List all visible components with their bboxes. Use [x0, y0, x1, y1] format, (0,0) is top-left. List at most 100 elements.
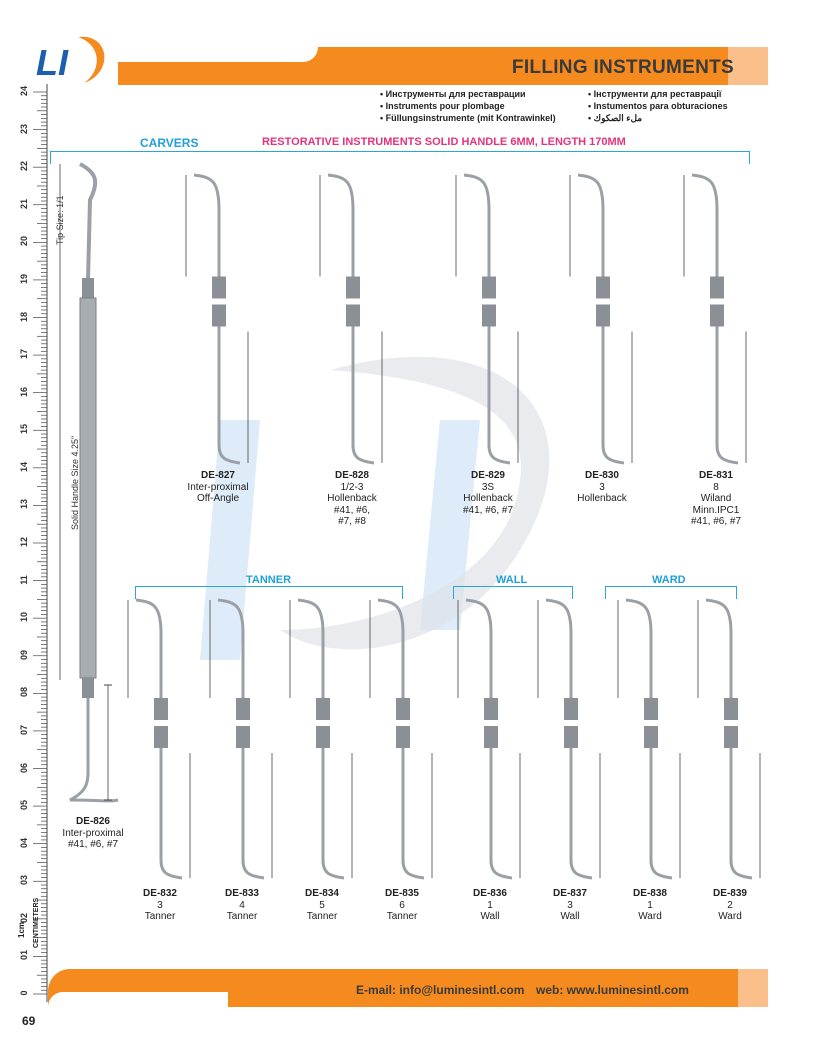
ruler-number: 17: [19, 349, 29, 360]
translation-fr: Instruments pour plombage: [380, 101, 505, 111]
code-de-839: DE-839: [713, 888, 747, 899]
translation-de: Füllungsinstrumente (mit Kontrawinkel): [380, 113, 556, 123]
instrument-de-835: [366, 598, 446, 885]
desc-de-828-1: 1/2-3: [340, 481, 364, 493]
desc-de-833-1: 4: [239, 899, 245, 911]
ruler-number: 20: [19, 236, 29, 247]
desc-de-828-2: Hollenback: [327, 493, 377, 504]
ruler-number: 24: [19, 86, 29, 97]
code-de-826: DE-826: [76, 816, 110, 827]
ruler-number: 08: [19, 687, 29, 698]
ruler-ticks: [33, 84, 48, 1002]
instrument-de-830: [566, 173, 646, 470]
brand-logo-icon: LI: [36, 36, 105, 83]
code-de-829: DE-829: [471, 470, 505, 481]
instrument-de-828: [316, 173, 396, 470]
code-de-830: DE-830: [585, 470, 619, 481]
desc-de-831-3: Minn.IPC1: [692, 504, 740, 516]
desc-de-834-1: 5: [319, 899, 325, 911]
ruler-unit-marker: 1cm: [17, 921, 26, 938]
instrument-de-826: [59, 162, 119, 803]
ruler-number: 15: [19, 424, 29, 435]
desc-de-837-2: Wall: [560, 911, 580, 922]
ruler-number: 04: [19, 837, 29, 848]
desc-de-832-2: Tanner: [144, 911, 176, 922]
instrument-de-839: [694, 598, 774, 885]
page-title: FILLING INSTRUMENTS: [511, 57, 734, 78]
code-de-828: DE-828: [335, 470, 369, 481]
ruler-number: 16: [19, 386, 29, 397]
translations-left: Инструменты для реставрации Instruments …: [380, 88, 556, 124]
desc-de-827-1: Inter-proximal: [187, 481, 249, 493]
ruler-number: 11: [19, 574, 29, 585]
desc-de-831-2: Wiland: [700, 493, 732, 504]
ruler-number: 10: [19, 612, 29, 623]
desc-de-838-2: Ward: [638, 911, 662, 922]
watermark-logo: [200, 356, 550, 660]
desc-de-838-1: 1: [647, 899, 653, 911]
code-de-836: DE-836: [473, 888, 507, 899]
carvers-heading: CARVERS: [140, 136, 199, 150]
instrument-de-837: [534, 598, 614, 885]
desc-de-830-2: Hollenback: [577, 493, 627, 504]
ward-heading: WARD: [652, 574, 686, 586]
desc-de-835-1: 6: [399, 899, 405, 911]
desc-de-836-1: 1: [487, 899, 493, 911]
wall-heading: WALL: [496, 574, 528, 586]
desc-de-833-2: Tanner: [226, 911, 258, 922]
desc-de-839-2: Ward: [718, 911, 742, 922]
ruler-number: 18: [19, 311, 29, 322]
desc-de-836-2: Wall: [480, 911, 500, 922]
desc-de-835-2: Tanner: [386, 911, 418, 922]
desc-de-828-4: #7, #8: [338, 516, 366, 527]
desc-de-834-2: Tanner: [306, 911, 338, 922]
instrument-de-833: [206, 598, 286, 885]
code-de-837: DE-837: [553, 888, 587, 899]
tanner-heading: TANNER: [246, 574, 292, 586]
desc-de-837-1: 3: [567, 899, 573, 911]
footer-web[interactable]: web: www.luminesintl.com: [536, 983, 689, 997]
code-de-834: DE-834: [305, 888, 339, 899]
ruler-number: 19: [19, 273, 29, 284]
header-bar: [118, 47, 768, 85]
carvers-bracket: [50, 151, 750, 164]
footer-bar: [48, 969, 768, 1007]
desc-de-829-1: 3S: [481, 481, 495, 493]
translation-ru: Инструменты для реставрации: [380, 89, 526, 99]
code-de-831: DE-831: [699, 470, 733, 481]
footer-email[interactable]: E-mail: info@luminesintl.com: [356, 983, 525, 997]
spec-heading: RESTORATIVE INSTRUMENTS SOLID HANDLE 6MM…: [262, 136, 626, 148]
translation-es: Instumentos para obturaciones: [588, 101, 728, 111]
tanner-bracket: [135, 586, 403, 599]
instrument-de-834: [286, 598, 366, 885]
code-de-838: DE-838: [633, 888, 667, 899]
ruler-number: 01: [19, 950, 29, 961]
instrument-de-829: [452, 173, 532, 470]
ruler-number: 13: [19, 499, 29, 510]
code-de-827: DE-827: [201, 470, 235, 481]
desc-de-828-3: #41, #6,: [333, 504, 371, 516]
ruler-number: 06: [19, 762, 29, 773]
ruler-number: 12: [19, 537, 29, 548]
ruler-number: 09: [19, 649, 29, 660]
translation-ar: ملء الصكوك: [588, 113, 642, 123]
translations-right: Інструменти для реставрації Instumentos …: [588, 88, 728, 124]
code-de-835: DE-835: [385, 888, 419, 899]
handle-size-label: Solid Handle Size 4.25": [70, 435, 80, 530]
code-de-832: DE-832: [143, 888, 177, 899]
desc-de-839-1: 2: [727, 899, 733, 911]
ward-bracket: [605, 586, 737, 599]
